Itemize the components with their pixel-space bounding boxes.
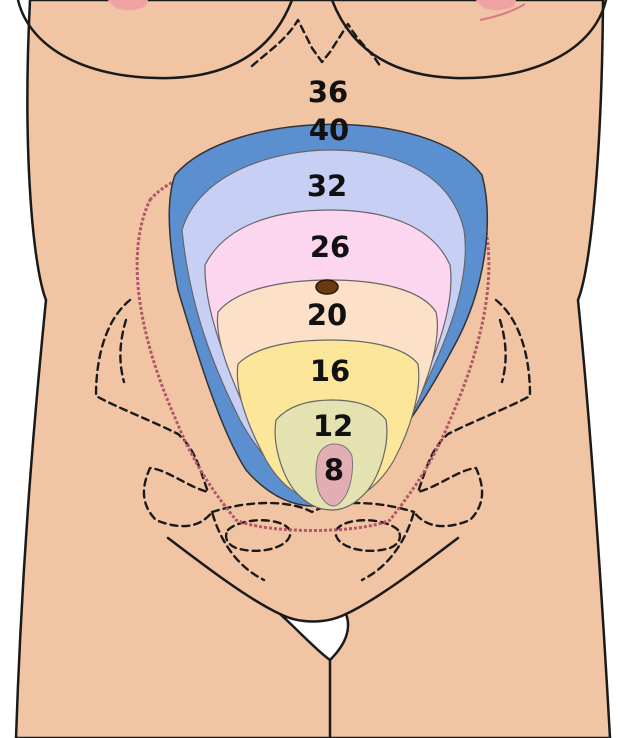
label-week-32: 32 bbox=[307, 169, 347, 203]
right-breast-shadow bbox=[479, 3, 526, 21]
pelvis-right-inner bbox=[498, 318, 507, 384]
label-week-16: 16 bbox=[310, 354, 350, 388]
uterus-outline bbox=[135, 153, 491, 532]
pelvis-left-inner bbox=[119, 318, 128, 384]
navel-icon bbox=[315, 279, 339, 295]
label-week-36: 36 bbox=[308, 75, 348, 109]
band-week-8 bbox=[315, 443, 353, 507]
left-breast bbox=[16, 0, 294, 80]
pelvis-right-outline bbox=[360, 298, 532, 582]
right-groin-line bbox=[344, 536, 460, 616]
obturator-left bbox=[224, 519, 292, 552]
underwear bbox=[279, 612, 350, 662]
left-nipple bbox=[108, 0, 148, 11]
label-week-20: 20 bbox=[307, 298, 347, 332]
label-week-40: 40 bbox=[309, 113, 349, 147]
rib-cage-outline bbox=[250, 18, 382, 68]
left-groin-line bbox=[166, 536, 282, 616]
label-week-12: 12 bbox=[313, 409, 353, 443]
right-nipple bbox=[476, 0, 516, 11]
label-week-26: 26 bbox=[310, 230, 350, 264]
label-week-8: 8 bbox=[324, 453, 344, 487]
right-breast bbox=[330, 0, 608, 80]
pelvis-left-outline bbox=[94, 298, 266, 582]
pubic-outline bbox=[210, 501, 416, 514]
obturator-right bbox=[334, 519, 402, 552]
